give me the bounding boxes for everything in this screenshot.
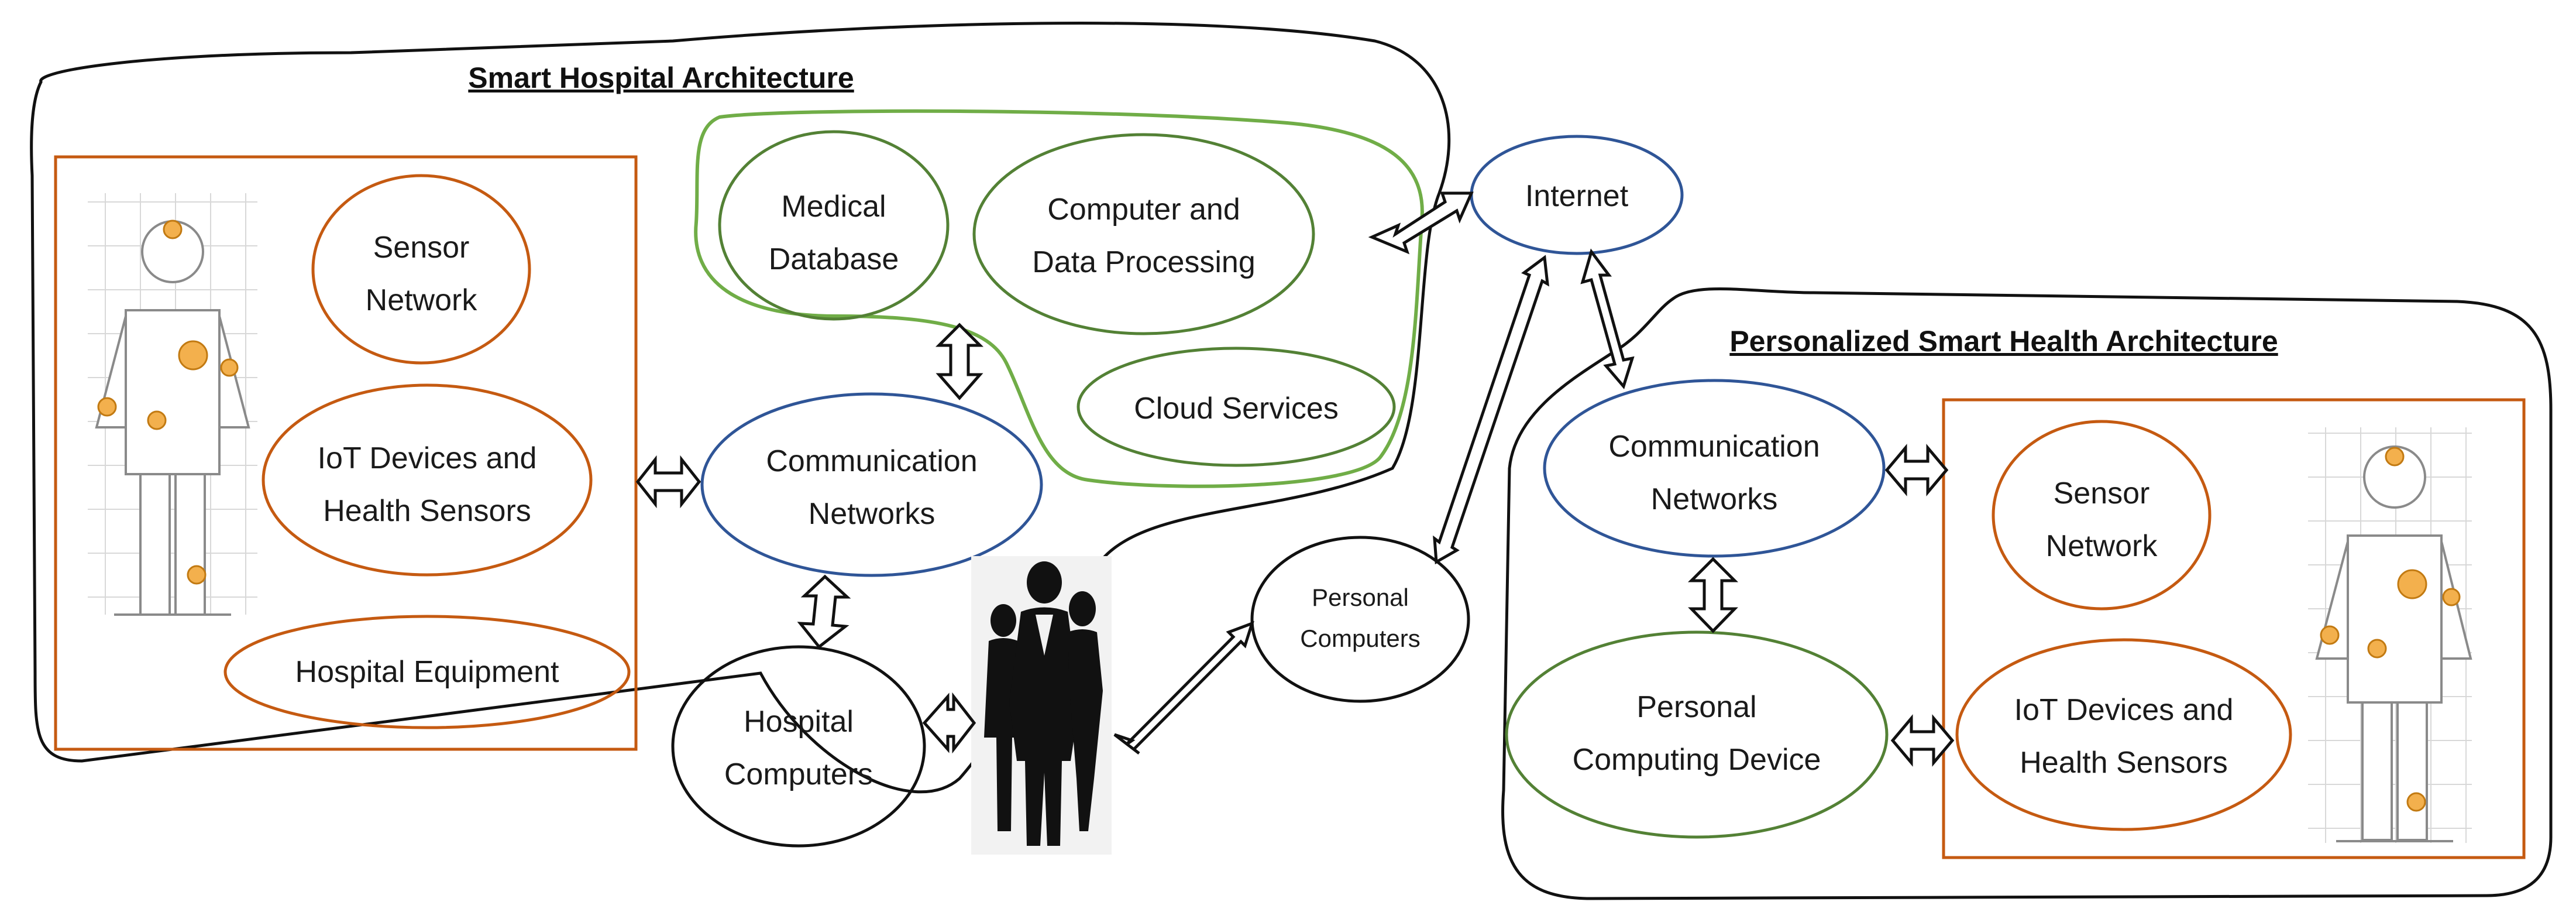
arrow-comm-personal-sensor bbox=[1884, 444, 1949, 496]
arrow-comm-hospital-computers bbox=[797, 574, 851, 649]
hospital-equipment-label: Hospital Equipment bbox=[295, 655, 559, 689]
communication-networks-label-2: Networks bbox=[809, 497, 936, 531]
cloud-services-node bbox=[1077, 347, 1396, 467]
personal-computers-node bbox=[1250, 536, 1470, 703]
arrow-cloud-internet bbox=[1368, 191, 1474, 255]
iot-devices-label-2: Health Sensors bbox=[323, 494, 531, 528]
iot-devices-label-1: IoT Devices and bbox=[318, 441, 537, 475]
sensor-network-node-hospital bbox=[311, 174, 531, 365]
human-body-icon bbox=[95, 220, 250, 616]
personal-architecture-title: Personalized Smart Health Architecture bbox=[1729, 325, 2278, 358]
iot-devices-personal-label-2: Health Sensors bbox=[2020, 746, 2228, 780]
internet-label: Internet bbox=[1525, 179, 1629, 213]
cloud-services-region bbox=[694, 109, 1424, 488]
hospital-computers-label-1: Hospital bbox=[744, 705, 854, 739]
arrow-database-comm bbox=[935, 323, 984, 400]
sensor-network-personal-label-2: Network bbox=[2046, 529, 2158, 563]
cloud-services-label: Cloud Services bbox=[1134, 392, 1339, 426]
personal-computing-device-node bbox=[1505, 630, 1889, 839]
communication-networks-label-1: Communication bbox=[766, 444, 977, 478]
computer-processing-label-1: Computer and bbox=[1047, 193, 1240, 227]
iot-devices-node-hospital bbox=[262, 383, 593, 577]
personal-computers-label-2: Computers bbox=[1300, 625, 1420, 652]
arrow-device-iot-personal bbox=[1890, 714, 1955, 767]
arrow-staff-personal-computers bbox=[1113, 620, 1254, 755]
medical-database-label-2: Database bbox=[769, 242, 899, 276]
arrow-comm-personal-device bbox=[1687, 557, 1739, 633]
communication-networks-node-personal bbox=[1543, 379, 1886, 558]
iot-devices-node-personal bbox=[1955, 638, 2292, 831]
hospital-architecture-title: Smart Hospital Architecture bbox=[468, 61, 854, 94]
computer-processing-label-2: Data Processing bbox=[1032, 245, 1256, 279]
sensor-network-personal-label-1: Sensor bbox=[2054, 476, 2150, 510]
hospital-boundary bbox=[30, 22, 1451, 794]
arrow-internet-personal-computers bbox=[1433, 255, 1550, 565]
personal-computers-label-1: Personal bbox=[1312, 584, 1409, 611]
medical-database-label-1: Medical bbox=[781, 190, 886, 224]
sensor-network-label-2: Network bbox=[366, 283, 478, 317]
personal-boundary bbox=[1501, 287, 2553, 900]
medical-staff-icon bbox=[971, 556, 1112, 855]
personal-patient-box bbox=[1942, 398, 2526, 859]
hospital-computers-node bbox=[671, 645, 926, 848]
sensor-network-label-1: Sensor bbox=[373, 231, 470, 265]
arrow-iot-comm-hospital bbox=[635, 455, 701, 509]
computer-processing-node bbox=[972, 133, 1315, 335]
iot-devices-personal-label-1: IoT Devices and bbox=[2014, 693, 2234, 727]
communication-networks-personal-label-1: Communication bbox=[1608, 430, 1820, 464]
medical-database-node bbox=[718, 130, 950, 321]
human-body-icon-personal bbox=[2315, 445, 2472, 842]
communication-networks-personal-label-2: Networks bbox=[1651, 482, 1778, 516]
hospital-equipment-node bbox=[223, 615, 631, 729]
personal-device-label-2: Computing Device bbox=[1573, 743, 1821, 777]
personal-device-label-1: Personal bbox=[1636, 690, 1756, 724]
arrow-hospital-computers-staff bbox=[922, 692, 976, 754]
sensor-network-node-personal bbox=[1992, 420, 2212, 611]
hospital-computers-label-2: Computers bbox=[724, 757, 873, 791]
arrow-internet-comm-personal bbox=[1580, 248, 1635, 390]
communication-networks-node-hospital bbox=[700, 392, 1043, 577]
hospital-patient-box bbox=[54, 155, 638, 751]
